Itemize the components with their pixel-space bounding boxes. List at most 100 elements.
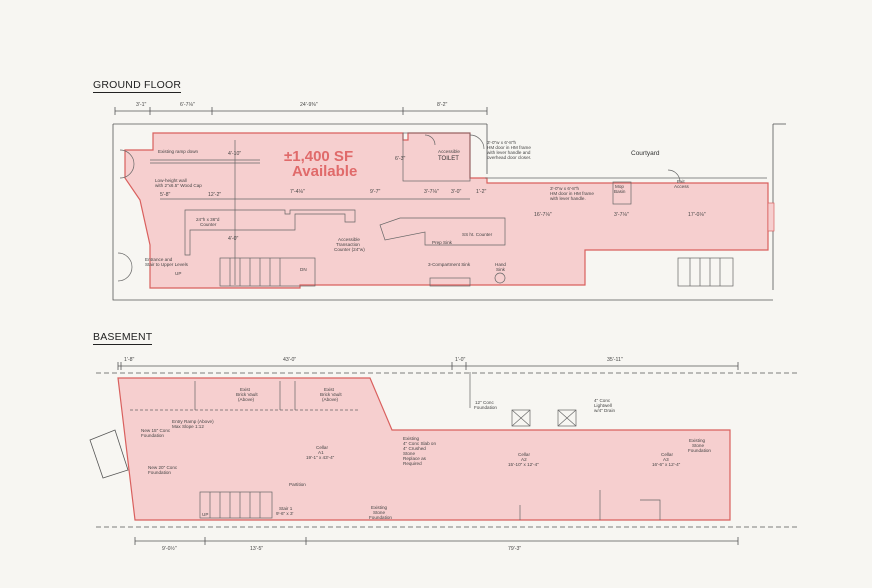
basement-text: 1'-8" 43'-0" 1'-0" 35'-11" 9'-0½" 13'-5"… (124, 357, 711, 552)
dim-inner-9: 3'-7⅛" (614, 212, 629, 218)
dim-inner-7: 1'-2" (476, 189, 486, 195)
conc12-label-2: Foundation (474, 405, 497, 410)
toilet-label-1: Accessible (438, 149, 460, 154)
cellar3-label-3: 16'-6" x 12'-4" (652, 462, 681, 467)
b-dim-top-3: 1'-0" (455, 357, 465, 363)
hand-sink-label-1: Hand (495, 262, 506, 267)
dim-inner-2: 12'-2" (208, 192, 221, 198)
stone1-label-1: Existing (689, 438, 706, 443)
low-wall-label: Low-height wall (155, 178, 187, 183)
available-area-basement (117, 377, 731, 521)
stone1-label-2: Stone (692, 443, 704, 448)
lightwell-label-3: w/4" Drain (594, 408, 615, 413)
stone2-label-2: Stone (373, 510, 385, 515)
lightwell-label-2: Lightwell (594, 403, 612, 408)
door1-label-4: overhead door closer. (487, 155, 531, 160)
dim-inner-12: 4'-10" (228, 151, 241, 157)
entrance-label-1: Entrance and (145, 257, 173, 262)
vault2-label-3: (Above) (322, 397, 339, 402)
dim-top-4: 8'-2" (437, 102, 447, 108)
b-dim-top-1: 1'-8" (124, 357, 134, 363)
ss-counter-label: SS ht. Counter (462, 232, 493, 237)
courtyard-label: Courtyard (631, 150, 660, 157)
cellar1-label-1: Cellar (316, 445, 328, 450)
ramp-label-2: Max Slope 1:12 (172, 424, 204, 429)
b-dim-top-2: 43'-0" (283, 357, 296, 363)
dim-inner-10: 17'-0⅛" (688, 212, 706, 218)
ground-floor-plan (112, 107, 786, 301)
exit-label-1: Exit (677, 179, 685, 184)
transaction-label-3: Counter (24"w) (334, 247, 365, 252)
new20-label-1: New 20" Conc (148, 465, 178, 470)
partition-label: Partition (289, 482, 306, 487)
new15-label-2: Foundation (141, 433, 164, 438)
ground-interior-lines (117, 132, 775, 287)
counter-label: 24"h x 36"d (196, 217, 220, 222)
door2-label-3: with lever handle. (550, 196, 586, 201)
door2-label-2: HM door in HM frame (550, 191, 594, 196)
dim-inner-13: 4'-0" (228, 236, 238, 242)
basement-plan (89, 362, 800, 545)
slab-label-1: Existing (403, 436, 420, 441)
dim-top-3: 24'-9⅜" (300, 102, 318, 108)
slab-label-5: Replace as (403, 456, 427, 461)
slab-label-6: Required (403, 461, 422, 466)
door1-label-3: with lever handle and (487, 150, 531, 155)
b-dim-bottom-3: 79'-3" (508, 546, 521, 552)
slab-label-3: 4" Crushed (403, 446, 426, 451)
prep-sink-label: Prep Sink (432, 240, 453, 245)
toilet-label-2: TOILET (438, 156, 459, 162)
new20-label-2: Foundation (148, 470, 171, 475)
wood-cap-label: with 2"x6.5" Wood Cap (155, 183, 202, 188)
vault1-label-1: Exist (240, 387, 251, 392)
transaction-label-2: Transaction (336, 242, 360, 247)
basement-title: BASEMENT (93, 331, 153, 345)
door2-label-1: 3'-0"w x 6'-8"h (550, 186, 579, 191)
b-up-label: UP (202, 512, 208, 517)
basement-interior-lines (130, 372, 661, 520)
new15-label-1: New 15" Conc (141, 428, 171, 433)
stone1-label-3: Foundation (688, 448, 711, 453)
up-label: UP (175, 271, 181, 276)
dim-top-2: 6'-7⅛" (180, 102, 195, 108)
ramp-label-1: Entry Ramp (Above) (172, 419, 214, 424)
lightwell-label-1: 4" Conc (594, 398, 611, 403)
vault1-label-2: Brick Vault (236, 392, 258, 397)
ramp-label: Existing ramp down (158, 149, 199, 154)
b-dim-top-4: 35'-11" (607, 357, 623, 363)
counter-label-2: Counter (200, 222, 217, 227)
cellar3-label-2: A3 (663, 457, 669, 462)
comp-sink-label: 3-Compartment Sink (428, 262, 471, 267)
cellar2-label-1: Cellar (518, 452, 530, 457)
dim-inner-11: 6'-3" (395, 156, 405, 162)
cellar3-label-1: Cellar (661, 452, 673, 457)
mop-label-1: Mop (615, 184, 624, 189)
vault1-label-3: (Above) (238, 397, 255, 402)
stone2-label-3: Foundation (369, 515, 392, 520)
area-label: ±1,400 SF (284, 148, 353, 165)
slab-label-4: Stone (403, 451, 415, 456)
hand-sink-label-2: Sink (496, 267, 506, 272)
entrance-label-2: Stair to Upper Levels (145, 262, 189, 267)
dim-inner-6: 3'-0" (451, 189, 461, 195)
dim-inner-1: 5'-8" (160, 192, 170, 198)
dim-inner-8: 16'-7⅛" (534, 212, 552, 218)
dn-label: DN (300, 267, 307, 272)
transaction-label-1: Accessible (338, 237, 360, 242)
b-dim-bottom-2: 13'-5" (250, 546, 263, 552)
available-area-ground (124, 132, 769, 289)
slab-label-2: 4" Conc Slab on (403, 441, 436, 446)
ground-floor-text: 3'-1" 6'-7⅛" 24'-9⅜" 8'-2" ±1,400 SF Ava… (136, 102, 706, 276)
stair-label-2: 9'-6" x 3' (276, 511, 294, 516)
vault2-label-1: Exist (324, 387, 335, 392)
stone2-label-1: Existing (371, 505, 388, 510)
conc12-label-1: 12" Conc (475, 400, 494, 405)
dim-inner-5: 3'-7⅛" (424, 189, 439, 195)
b-dim-bottom-1: 9'-0½" (162, 545, 177, 552)
dim-inner-4: 9'-7" (370, 189, 380, 195)
dim-inner-3: 7'-4⅛" (290, 189, 305, 195)
door1-label-2: HM door in HM frame (487, 145, 531, 150)
cellar2-label-2: A2 (521, 457, 527, 462)
cellar1-label-3: 19'-1" x 43'-4" (306, 455, 335, 460)
